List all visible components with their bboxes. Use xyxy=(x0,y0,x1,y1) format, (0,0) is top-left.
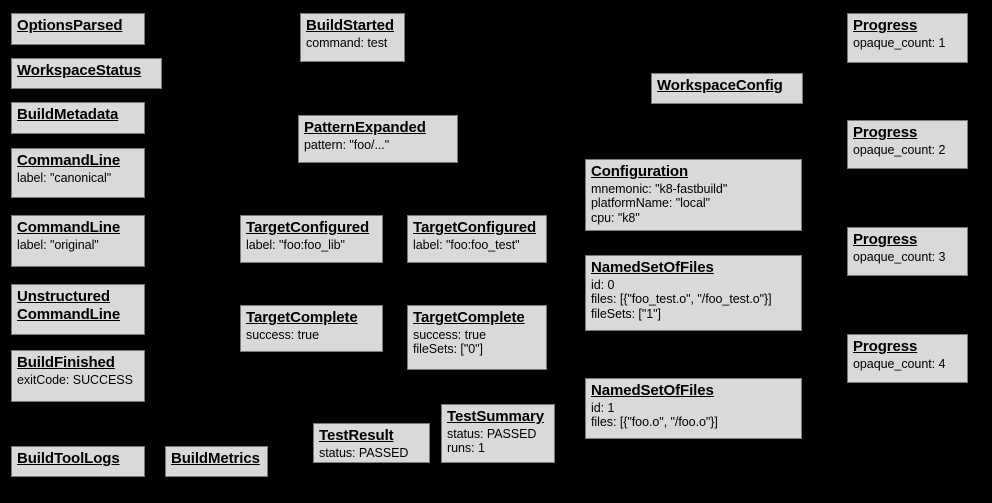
node-workspace-config[interactable]: WorkspaceConfig xyxy=(651,73,803,104)
node-field: success: true xyxy=(246,327,319,342)
node-title: NamedSetOfFiles xyxy=(591,259,714,276)
node-field: opaque_count: 1 xyxy=(853,35,946,50)
node-field: success: true xyxy=(413,327,486,342)
node-field: runs: 1 xyxy=(447,441,485,456)
node-fields: opaque_count: 2 xyxy=(853,143,962,158)
node-fields: success: true xyxy=(246,328,377,343)
node-field: label: "foo:foo_test" xyxy=(413,237,520,252)
node-field: files: [{"foo.o", "/foo.o"}] xyxy=(591,415,718,430)
node-title: TargetConfigured xyxy=(246,219,370,236)
node-field: status: PASSED xyxy=(319,445,409,460)
node-title: Progress xyxy=(853,17,918,34)
node-fields: opaque_count: 1 xyxy=(853,36,962,51)
node-title: NamedSetOfFiles xyxy=(591,382,714,399)
node-field: files: [{"foo_test.o", "/foo_test.o"}] xyxy=(591,292,772,307)
node-field: label: "canonical" xyxy=(17,170,112,185)
node-field: command: test xyxy=(306,35,388,50)
node-options-parsed[interactable]: OptionsParsed xyxy=(11,13,145,45)
node-title: OptionsParsed xyxy=(17,17,123,34)
node-title: TestResult xyxy=(319,427,394,444)
node-fields: mnemonic: "k8-fastbuild"platformName: "l… xyxy=(591,182,796,226)
node-field: fileSets: ["1"] xyxy=(591,306,661,321)
node-field: label: "foo:foo_lib" xyxy=(246,237,345,252)
node-unstructured-cmdline[interactable]: Unstructured CommandLine xyxy=(11,284,145,335)
node-title: CommandLine xyxy=(17,152,121,169)
node-fields: status: PASSED xyxy=(319,446,424,461)
node-fields: label: "foo:foo_test" xyxy=(413,238,541,253)
node-field: mnemonic: "k8-fastbuild" xyxy=(591,181,728,196)
node-fields: opaque_count: 3 xyxy=(853,250,962,265)
node-field: opaque_count: 3 xyxy=(853,249,946,264)
node-field: status: PASSED xyxy=(447,426,537,441)
node-field: opaque_count: 4 xyxy=(853,356,946,371)
node-title: TargetComplete xyxy=(246,309,358,326)
node-field: opaque_count: 2 xyxy=(853,142,946,157)
node-build-metrics[interactable]: BuildMetrics xyxy=(165,446,268,477)
node-title: Progress xyxy=(853,231,918,248)
node-title: BuildToolLogs xyxy=(17,450,120,467)
node-title: BuildFinished xyxy=(17,354,115,371)
node-title: BuildStarted xyxy=(306,17,394,34)
node-field: label: "original" xyxy=(17,237,99,252)
node-field: fileSets: ["0"] xyxy=(413,342,483,357)
node-field: id: 0 xyxy=(591,277,615,292)
node-title: TargetConfigured xyxy=(413,219,537,236)
node-fields: command: test xyxy=(306,36,399,51)
node-title: Progress xyxy=(853,338,918,355)
node-field: pattern: "foo/..." xyxy=(304,137,390,152)
node-field: exitCode: SUCCESS xyxy=(17,372,133,387)
node-build-tool-logs[interactable]: BuildToolLogs xyxy=(11,446,145,477)
node-fields: exitCode: SUCCESS xyxy=(17,373,139,388)
node-title: Unstructured CommandLine xyxy=(17,288,121,323)
node-field: platformName: "local" xyxy=(591,196,710,211)
node-field: id: 1 xyxy=(591,400,615,415)
node-fields: opaque_count: 4 xyxy=(853,357,962,372)
node-title: Configuration xyxy=(591,163,689,180)
node-fields: label: "foo:foo_lib" xyxy=(246,238,377,253)
node-title: TestSummary xyxy=(447,408,544,425)
node-title: BuildMetadata xyxy=(17,106,119,123)
node-title: TargetComplete xyxy=(413,309,525,326)
node-title: CommandLine xyxy=(17,219,121,236)
node-title: WorkspaceStatus xyxy=(17,62,142,79)
node-workspace-status[interactable]: WorkspaceStatus xyxy=(11,58,162,89)
node-fields: pattern: "foo/..." xyxy=(304,138,452,153)
node-title: BuildMetrics xyxy=(171,450,260,467)
node-fields: label: "original" xyxy=(17,238,139,253)
node-build-metadata[interactable]: BuildMetadata xyxy=(11,102,145,134)
node-title: WorkspaceConfig xyxy=(657,77,783,94)
node-field: cpu: "k8" xyxy=(591,210,640,225)
node-fields: label: "canonical" xyxy=(17,171,139,186)
node-title: PatternExpanded xyxy=(304,119,426,136)
node-title: Progress xyxy=(853,124,918,141)
